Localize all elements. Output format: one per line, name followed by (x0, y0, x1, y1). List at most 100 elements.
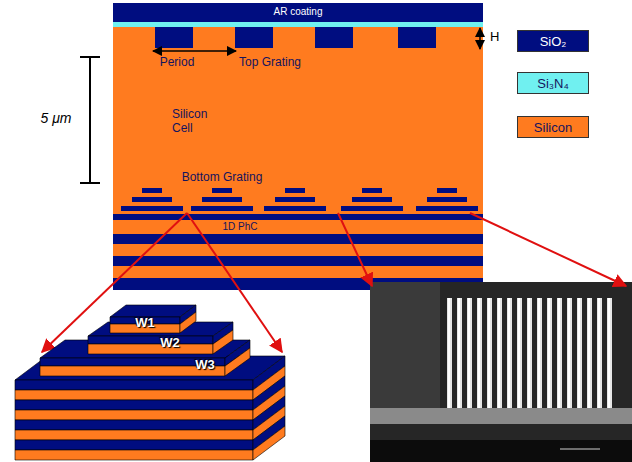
top-grating-tooth (235, 27, 273, 48)
sem-sidewall (370, 282, 440, 422)
phc-layer (113, 256, 483, 266)
sem-pillar (497, 298, 502, 410)
thickness-tick (80, 182, 100, 184)
leader-arrow (338, 213, 372, 286)
sem-pillar-edge (508, 298, 510, 410)
bottom-grating-step (362, 188, 382, 193)
block-side-layer (213, 330, 233, 354)
width-label: W2 (160, 336, 180, 351)
sem-pillar-edge (578, 298, 580, 410)
sem-pillar-edge (588, 298, 590, 410)
block-front-layer (15, 400, 253, 410)
legend-text: Si₃N₄ (537, 76, 569, 91)
sem-pillar (567, 298, 572, 410)
sem-pillar (487, 298, 492, 410)
legend-text: SiO₂ (540, 34, 567, 49)
bottom-grating-step (212, 188, 232, 193)
bottom-grating-step (191, 211, 253, 214)
sem-pillar-edge (488, 298, 490, 410)
bottom-grating-step (416, 211, 478, 214)
block-front-layer (15, 430, 253, 440)
sem-info-bar (370, 440, 632, 462)
bottom-grating-step (121, 206, 183, 211)
sem-pillar (547, 298, 552, 410)
sem-pillar (457, 298, 462, 410)
legend-text: Silicon (534, 120, 572, 135)
bottom-grating-step (191, 206, 253, 211)
thickness-tick (80, 56, 100, 58)
bottom-grating-step (427, 197, 467, 202)
sem-pillar (447, 298, 452, 410)
thickness-line (89, 57, 91, 183)
sem-pillar-edge (448, 298, 450, 410)
sem-pillar-edge (548, 298, 550, 410)
phc-layer (113, 234, 483, 244)
leader-arrow (42, 213, 187, 352)
block-side-layer (180, 312, 196, 333)
block-front-layer (15, 390, 253, 400)
part-label: Bottom Grating (182, 171, 263, 185)
sem-pillar-edge (518, 298, 520, 410)
sem-pillar (557, 298, 562, 410)
sem-pillar-edge (558, 298, 560, 410)
sem-pillar-edge (498, 298, 500, 410)
bottom-grating-step (121, 211, 183, 214)
block-front-layer (15, 380, 253, 390)
sem-pillar-edge (608, 298, 610, 410)
block-side-layer (225, 348, 250, 376)
top-grating-tooth (315, 27, 353, 48)
bottom-grating-step (427, 202, 467, 206)
bottom-grating-step (264, 206, 326, 211)
dimension-label: H (490, 30, 499, 45)
sem-pillar-edge (478, 298, 480, 410)
bottom-grating-step (416, 206, 478, 211)
sem-pillar-edge (528, 298, 530, 410)
bottom-grating-step (142, 193, 162, 197)
height-arrow (479, 28, 481, 49)
block-front-layer (15, 410, 253, 420)
dimension-label: Period (160, 56, 195, 70)
sem-image (370, 282, 632, 462)
width-label: W1 (135, 316, 155, 331)
legend-swatch: Silicon (517, 116, 589, 138)
bottom-grating-step (212, 193, 232, 197)
bottom-grating-step (202, 202, 242, 206)
sem-pillar (597, 298, 602, 410)
sem-pillar (577, 298, 582, 410)
leader-arrow (470, 213, 626, 286)
top-grating-tooth (155, 27, 193, 48)
bottom-grating-step (142, 188, 162, 193)
bottom-grating-step (352, 202, 392, 206)
part-label: Silicon Cell (172, 108, 222, 136)
sem-pillar (527, 298, 532, 410)
layer-label: AR coating (274, 6, 323, 18)
sem-pillar (517, 298, 522, 410)
bottom-grating-step (341, 206, 403, 211)
sem-pillar-edge (468, 298, 470, 410)
nitride-layer (113, 22, 483, 27)
phc-layer (113, 214, 483, 220)
bottom-grating-step (352, 197, 392, 202)
block-front-layer (15, 440, 253, 450)
sem-pillar-edge (458, 298, 460, 410)
bottom-grating-step (437, 188, 457, 193)
ar-coating-layer (113, 3, 483, 22)
bottom-grating-step (285, 188, 305, 193)
sem-pillar-edge (568, 298, 570, 410)
sem-pillar (587, 298, 592, 410)
bottom-grating-step (275, 202, 315, 206)
bottom-grating-step (264, 211, 326, 214)
part-label: 1D PhC (222, 221, 257, 233)
legend-swatch: Si₃N₄ (517, 72, 589, 94)
sem-pillar (507, 298, 512, 410)
silicon-cell-body (113, 22, 483, 290)
sem-pillar (477, 298, 482, 410)
top-grating-tooth (398, 27, 436, 48)
sem-substrate (370, 408, 632, 424)
block-front-layer (15, 420, 253, 430)
block-front-layer (88, 336, 213, 344)
block-front-layer (88, 344, 213, 354)
sem-pillar (467, 298, 472, 410)
